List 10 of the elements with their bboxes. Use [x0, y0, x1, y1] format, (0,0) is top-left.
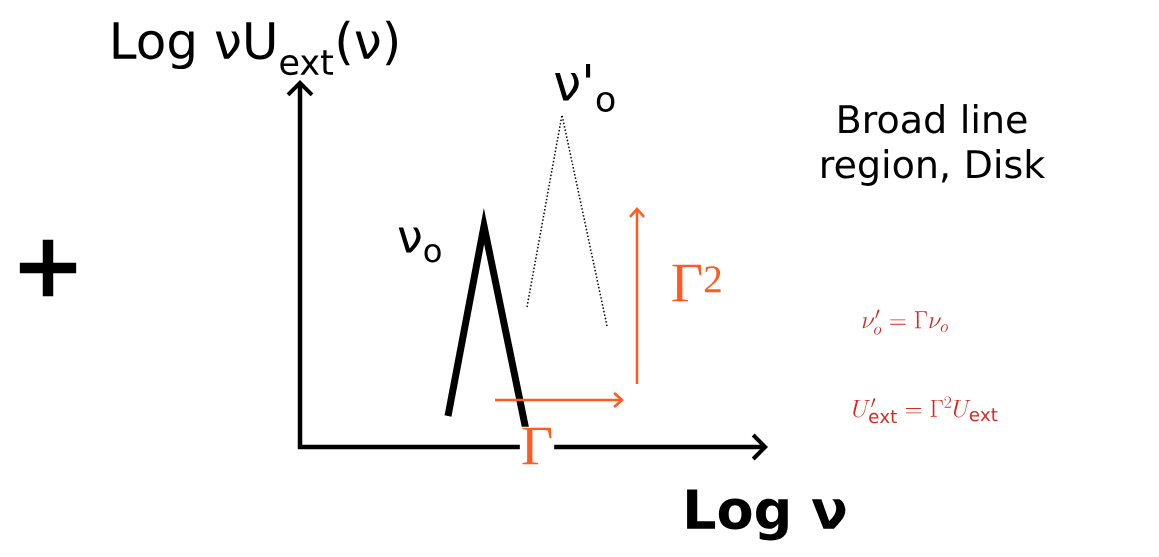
peak-label: ν'$_{o}$: [555, 64, 615, 112]
formula: $\nu'_o = \Gamma\nu_o$: [862, 309, 948, 335]
arrow-label: Γ: [519, 426, 555, 466]
axis-label: Log νU$_{ext}$(ν): [113, 20, 397, 76]
axis-label: Log ν: [687, 489, 846, 541]
annotation: Broad line region, Disk: [822, 104, 1046, 186]
arrow-label: Γ$^{2}$: [669, 263, 725, 303]
peak-label: ν$_{o}$: [398, 227, 441, 263]
formula: $U'_{\rm ext} = \Gamma^2 U_{\rm ext}$: [853, 396, 998, 424]
plus-sign: +: [19, 239, 77, 297]
